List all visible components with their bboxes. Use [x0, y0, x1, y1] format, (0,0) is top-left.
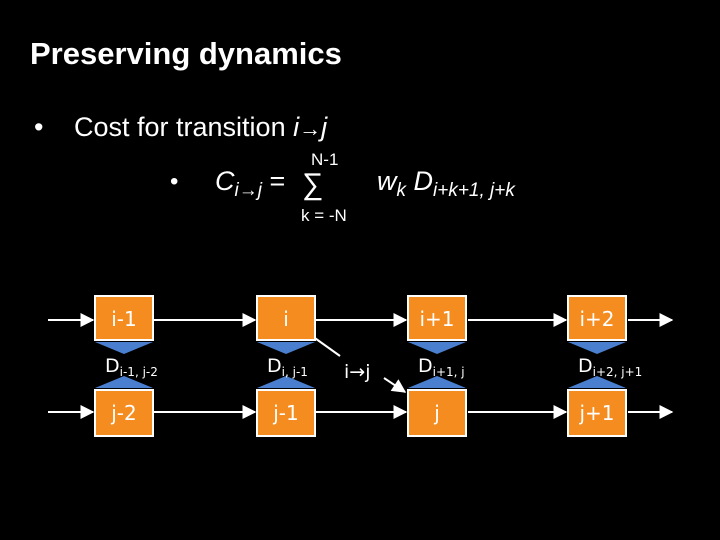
top-node-box	[256, 295, 316, 341]
formula-rhs: wk Di+k+1, j+k	[377, 166, 515, 202]
formula-c: C	[215, 166, 235, 196]
transition-label: i→j	[344, 361, 370, 383]
distance-label: Di-1, j-2	[105, 355, 158, 379]
bottom-node-box	[94, 389, 154, 437]
formula-w: w	[377, 166, 397, 196]
top-node-label: i+2	[579, 307, 614, 331]
bullet-text: Cost for transition	[74, 112, 294, 142]
distance-marker-bottom	[408, 376, 466, 388]
sum-upper-limit: N-1	[311, 150, 339, 169]
top-node-box	[407, 295, 467, 341]
bottom-node-box	[567, 389, 627, 437]
distance-label: Di+2, j+1	[578, 355, 642, 379]
bottom-node-box	[256, 389, 316, 437]
distance-label: Di, j-1	[267, 355, 308, 379]
top-node-box	[94, 295, 154, 341]
distance-marker-top	[568, 342, 626, 354]
top-node-label: i-1	[111, 307, 137, 331]
distance-marker-bottom	[568, 376, 626, 388]
sum-lower-limit: k = -N	[301, 206, 347, 225]
formula-lhs: Ci→j =	[215, 166, 285, 202]
sum-symbol: ∑	[302, 168, 324, 201]
formula-d: D	[406, 166, 434, 196]
formula-c-sub: i→j	[234, 180, 262, 201]
top-node-label: i	[283, 307, 289, 331]
distance-marker-top	[95, 342, 153, 354]
transition-line-a	[311, 335, 341, 357]
formula-d-sub: i+k+1, j+k	[433, 180, 515, 201]
var-j: j	[321, 112, 328, 142]
distance-marker-bottom	[257, 376, 315, 388]
var-i: i	[293, 112, 300, 142]
distance-marker-top	[408, 342, 466, 354]
bullet-marker: •	[34, 112, 44, 142]
formula-w-sub: k	[396, 180, 407, 201]
bottom-node-label: j-2	[110, 401, 137, 425]
distance-label: Di+1, j	[418, 355, 465, 379]
arrow-symbol: →	[299, 116, 322, 141]
slide-title: Preserving dynamics	[30, 36, 342, 71]
bottom-node-label: j-1	[272, 401, 299, 425]
distance-marker-top	[257, 342, 315, 354]
bottom-node-label: j+1	[578, 401, 614, 425]
bullet-marker-2: •	[170, 168, 179, 195]
distance-marker-bottom	[95, 376, 153, 388]
top-node-box	[567, 295, 627, 341]
bullet-cost-transition: Cost for transition i→j	[74, 112, 327, 143]
top-node-label: i+1	[419, 307, 454, 331]
bottom-node-label: j	[433, 401, 440, 425]
formula-equals: =	[261, 166, 286, 196]
bottom-node-box	[407, 389, 467, 437]
transition-line-b	[383, 377, 407, 393]
